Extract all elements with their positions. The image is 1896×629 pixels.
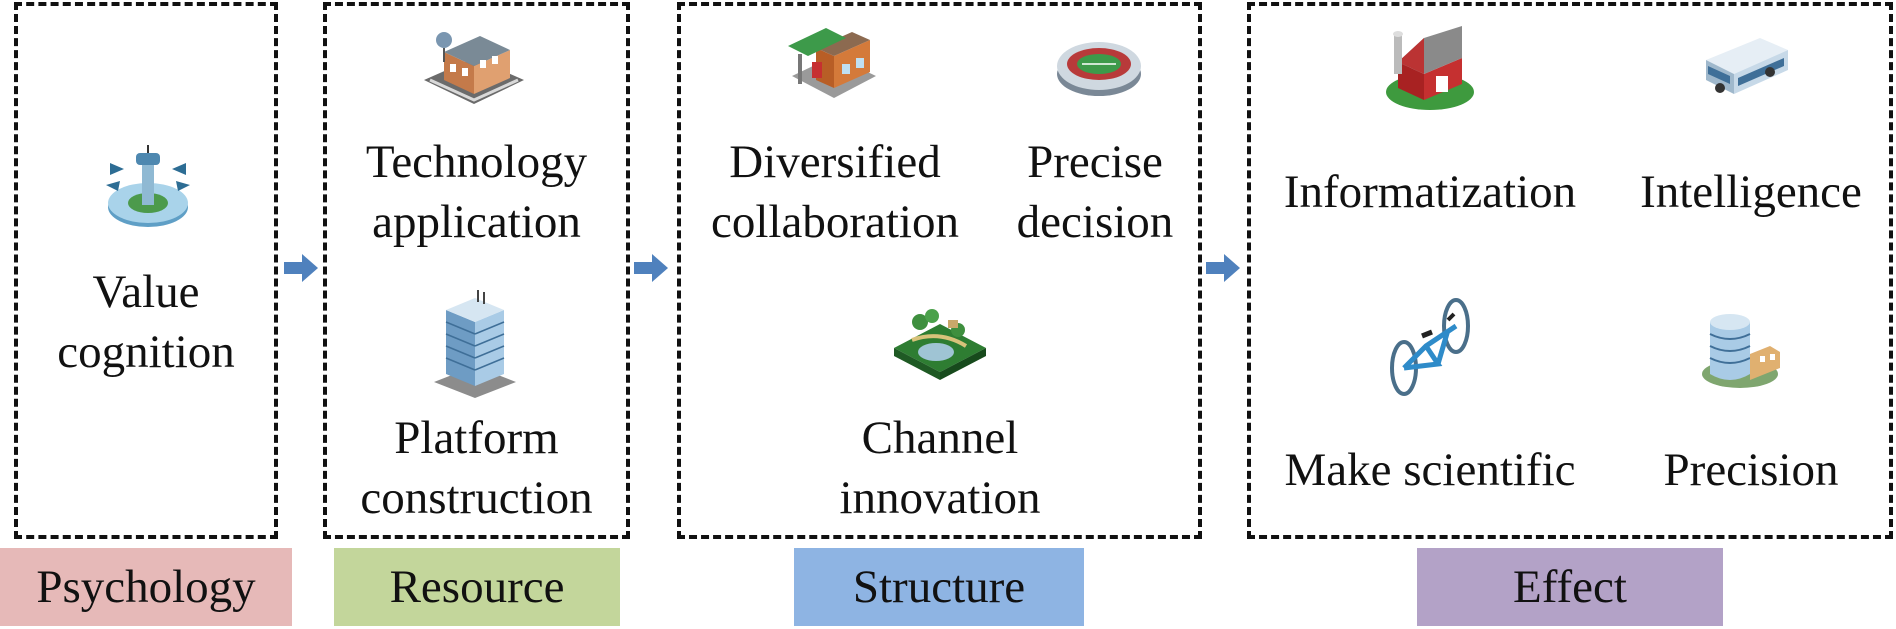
precise-decision-line1: Precise xyxy=(1027,136,1163,188)
precise-decision-label: Precise decision xyxy=(990,132,1200,252)
channel-innovation-line2: innovation xyxy=(839,472,1041,524)
structure-panel xyxy=(677,2,1202,539)
category-psychology: Psychology xyxy=(0,548,292,626)
effect-panel xyxy=(1247,2,1893,539)
informatization-label: Informatization xyxy=(1283,166,1577,218)
technology-application-line1: Technology xyxy=(365,136,588,188)
platform-construction-label: Platform construction xyxy=(333,408,620,528)
make-scientific-label: Make scientific xyxy=(1284,444,1576,496)
platform-construction-line1: Platform xyxy=(394,412,559,464)
station-building-icon xyxy=(424,32,524,104)
park-icon xyxy=(894,309,986,380)
platform-construction-line2: construction xyxy=(360,472,593,524)
barn-icon xyxy=(1386,26,1474,110)
diversified-collaboration-line2: collaboration xyxy=(711,196,959,248)
technology-application-label: Technology application xyxy=(333,132,620,252)
diversified-collaboration-label: Diversified collaboration xyxy=(690,132,980,252)
bicycle-icon xyxy=(1390,298,1470,396)
stadium-icon xyxy=(1057,42,1141,96)
value-cognition-line1: Value xyxy=(92,266,200,318)
category-effect: Effect xyxy=(1417,548,1723,626)
arrow-right-icon xyxy=(1206,254,1240,282)
channel-innovation-line1: Channel xyxy=(861,412,1019,464)
technology-application-line2: application xyxy=(372,196,581,248)
psychology-panel xyxy=(14,2,278,539)
hospital-building-icon xyxy=(1702,314,1780,388)
intelligence-label: Intelligence xyxy=(1640,166,1862,218)
category-structure: Structure xyxy=(794,548,1084,626)
diversified-collaboration-line1: Diversified xyxy=(729,136,941,188)
value-cognition-line2: cognition xyxy=(57,326,235,378)
airport-tower-icon xyxy=(106,145,190,227)
precise-decision-line2: decision xyxy=(1016,196,1174,248)
channel-innovation-label: Channel innovation xyxy=(790,408,1090,528)
arrow-right-icon xyxy=(634,254,668,282)
arrow-right-icon xyxy=(284,254,318,282)
office-tower-icon xyxy=(434,290,516,398)
bus-icon xyxy=(1706,38,1788,94)
category-resource: Resource xyxy=(334,548,620,626)
value-cognition-label: Value cognition xyxy=(24,262,268,382)
precision-label: Precision xyxy=(1663,444,1839,496)
gas-station-icon xyxy=(788,28,876,98)
